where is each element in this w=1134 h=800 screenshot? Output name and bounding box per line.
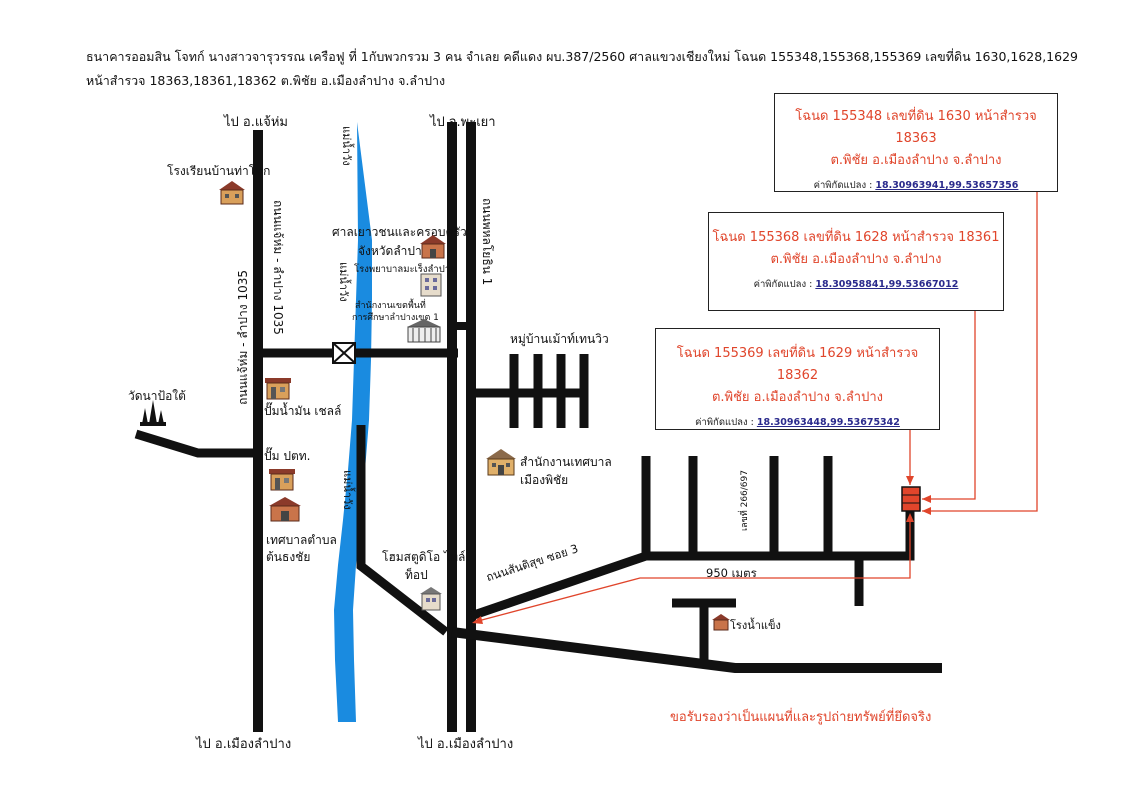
- parcel-box-1628: โฉนด 155368 เลขที่ดิน 1628 หน้าสำรวจ 183…: [708, 212, 1004, 311]
- parcel-1630-coord: ค่าพิกัดแปลง : 18.30963941,99.53657356: [813, 180, 1019, 191]
- pointer-distance: [477, 520, 911, 622]
- label-municipal-office-2: เมืองพิชัย: [520, 473, 569, 487]
- parcel-box-1630: โฉนด 155348 เลขที่ดิน 1630 หน้าสำรวจ 183…: [774, 93, 1058, 192]
- road-label-1035-a: ถนนแจ้ห่ม - ลำปาง 1035: [236, 270, 250, 405]
- label-homepro-1: โฮมสตูดิโอ ไทล์: [382, 550, 466, 564]
- label-ptt: ปั๊ม ปตท.: [264, 449, 311, 463]
- parcel-1629-location: ต.พิชัย อ.เมืองลำปาง จ.ลำปาง: [711, 390, 884, 405]
- parcel-1628-coord: ค่าพิกัดแปลง : 18.30958841,99.53667012: [753, 279, 959, 290]
- river-label-upper: แม่น้ำวัง: [340, 126, 353, 166]
- pointer-parcel-1628: [922, 311, 976, 500]
- parcel-1629-deed: โฉนด 155369 เลขที่ดิน 1629 หน้าสำรวจ 183…: [676, 346, 919, 383]
- house-number: เลขที่ 266/697: [740, 470, 750, 531]
- shell-station-icon: [263, 374, 291, 400]
- parcel-1629-coord: ค่าพิกัดแปลง : 18.30963448,99.53675342: [695, 417, 900, 428]
- label-court-2: จังหวัดลำปาง: [358, 244, 428, 258]
- direction-chae-hom: ไป อ.แจ้ห่ม: [224, 115, 288, 130]
- label-shell: ปั๊มน้ำมัน เชลล์: [264, 404, 342, 418]
- label-edu-office-1: สำนักงานเขตพื้นที่: [355, 301, 426, 311]
- river-wang: [334, 122, 372, 722]
- river-label-middle: แม่น้ำวัง: [337, 262, 350, 302]
- tambon-office-building-icon: [267, 494, 301, 522]
- label-school: โรงเรียนบ้านท่าโทก: [167, 164, 271, 178]
- parcel-1630-coord-link[interactable]: 18.30963941,99.53657356: [875, 180, 1019, 191]
- river-label-lower: แม่น้ำวัง: [341, 470, 354, 510]
- hospital-building-icon: [416, 270, 442, 297]
- edu-office-building-icon: [405, 318, 441, 344]
- label-edu-office-2: การศึกษาลำปางเขต 1: [352, 313, 439, 323]
- road-side: [356, 425, 449, 636]
- direction-mueang-lampang-right: ไป อ.เมืองลำปาง: [418, 737, 514, 752]
- parcel-box-1629: โฉนด 155369 เลขที่ดิน 1629 หน้าสำรวจ 183…: [655, 328, 940, 430]
- road-lower-east: [451, 627, 942, 673]
- parcel-1629-coord-link[interactable]: 18.30963448,99.53675342: [756, 417, 900, 428]
- municipal-office-building-icon: [484, 447, 516, 476]
- parcel-1628-location: ต.พิชัย อ.เมืองลำปาง จ.ลำปาง: [770, 252, 942, 267]
- label-ice-factory: โรงน้ำแข็ง: [730, 619, 781, 632]
- label-homepro-2: ท็อป: [405, 568, 428, 582]
- school-building-icon: [217, 178, 245, 205]
- parcel-1630-location: ต.พิชัย อ.เมืองลำปาง จ.ลำปาง: [830, 153, 1002, 168]
- ptt-station-icon: [267, 465, 295, 491]
- road-label-phahonyothin: ถนนพหลโยธิน 1: [480, 198, 494, 286]
- label-tambon-office-1: เทศบาลตำบล: [266, 533, 337, 547]
- distance-label: 950 เมตร: [706, 566, 757, 580]
- temple-icon: [140, 400, 166, 426]
- parcel-1628-coord-link[interactable]: 18.30958841,99.53667012: [815, 279, 959, 290]
- label-village: หมู่บ้านเม้าท์เทนวิว: [510, 332, 609, 346]
- label-tambon-office-2: ต้นธงชัย: [266, 550, 311, 564]
- label-hospital: โรงพยาบาลมะเร็งลำปาง: [354, 264, 455, 275]
- ice-factory-building-icon: [711, 612, 731, 632]
- road-temple: [134, 429, 258, 458]
- target-parcel: [901, 486, 921, 512]
- case-header: ธนาคารออมสิน โจทก์ นางสาวจารุวรรณ เครือฟ…: [86, 49, 1078, 88]
- parcel-1628-deed: โฉนด 155368 เลขที่ดิน 1628 หน้าสำรวจ 183…: [712, 230, 1000, 245]
- homepro-building-icon: [418, 585, 444, 611]
- direction-mueang-lampang-left: ไป อ.เมืองลำปาง: [196, 737, 292, 752]
- certification-note: ขอรับรองว่าเป็นแผนที่และรูปถ่ายทรัพย์ที่…: [670, 710, 932, 725]
- pointer-parcel-1630: [922, 191, 1038, 512]
- direction-phayao: ไป จ.พะเยา: [430, 115, 496, 130]
- parcel-1630-deed: โฉนด 155348 เลขที่ดิน 1630 หน้าสำรวจ 183…: [795, 109, 1037, 146]
- label-temple: วัดนาป้อใต้: [128, 389, 186, 403]
- label-municipal-office-1: สำนักงานเทศบาล: [520, 455, 612, 469]
- court-building-icon: [418, 232, 446, 259]
- road-label-1035-b: ถนนแจ้ห่ม - ลำปาง 1035: [271, 200, 285, 335]
